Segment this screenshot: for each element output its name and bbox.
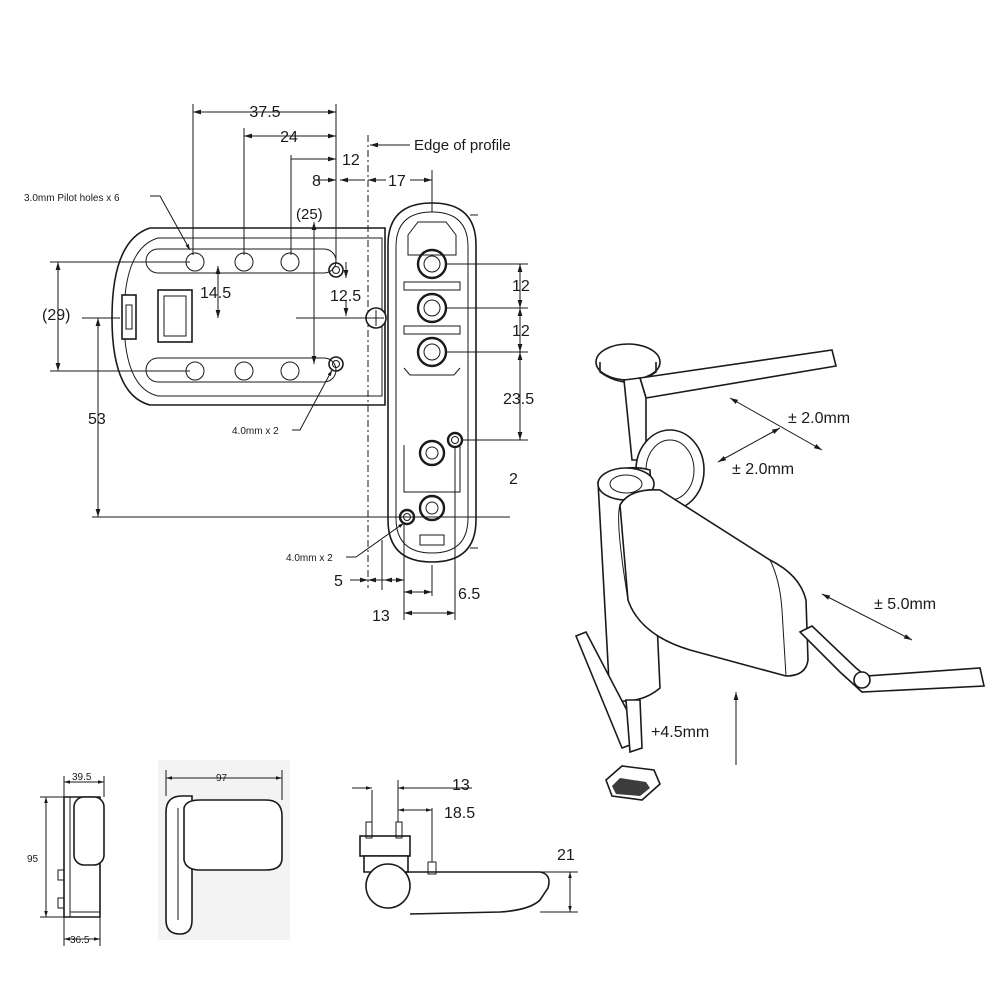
dim-37-5: 37.5 [249, 104, 280, 121]
dim-53: 53 [88, 411, 106, 428]
upper-slot [145, 248, 337, 274]
top-view: 13 18.5 21 [352, 777, 578, 915]
dim-24: 24 [280, 129, 298, 146]
allen-key-right [798, 625, 985, 693]
dim-6-5: 6.5 [458, 586, 480, 603]
top-dim-21: 21 [557, 847, 575, 864]
adjustment-view: ± 2.0mm ± 2.0mm ± 5.0mm +4.5mm [574, 343, 985, 801]
dim-2: 2 [509, 471, 518, 488]
leaf-hole-group [398, 221, 464, 546]
side-height-label: 95 [27, 854, 39, 865]
edge-of-profile-label: Edge of profile [414, 137, 511, 154]
dim-14-5: 14.5 [200, 285, 231, 302]
adj-2mm-b: ± 2.0mm [732, 461, 794, 478]
dim-25: (25) [296, 206, 323, 223]
side-view: 39.5 95 36.5 [27, 772, 105, 946]
front-view: 97 [158, 760, 290, 940]
dim-13: 13 [372, 608, 390, 625]
adj-2mm-a: ± 2.0mm [788, 410, 850, 427]
dim-12-top: 12 [342, 152, 360, 169]
leaf-hole [418, 494, 446, 522]
side-bottom-label: 36.5 [70, 935, 90, 946]
top-pins-block [359, 835, 411, 857]
pilot-holes-label: 3.0mm Pilot holes x 6 [24, 193, 120, 204]
dim-12-a: 12 [512, 278, 530, 295]
allen-key-top-cap [595, 343, 661, 381]
dim-23-5: 23.5 [503, 391, 534, 408]
lower-slot [145, 357, 337, 383]
fixing-hole-4mm [446, 431, 464, 449]
top-plate [406, 871, 550, 915]
front-width-label: 97 [216, 773, 228, 784]
dim-17: 17 [388, 173, 406, 190]
dim-12-5: 12.5 [330, 288, 361, 305]
adj-5mm: ± 5.0mm [874, 596, 936, 613]
fixing-hole-4mm [328, 356, 344, 372]
hole-4mm-label-body: 4.0mm x 2 [232, 426, 279, 437]
pilot-hole [280, 252, 300, 272]
allen-key-top [638, 349, 837, 399]
inner-window [157, 289, 193, 343]
hinge-body-3d [619, 488, 809, 677]
hinge-body-plate [111, 227, 386, 406]
main-view: 37.5 24 12 8 17 Edge of profile 3.0mm Pi… [24, 104, 534, 625]
leaf-hole [416, 292, 448, 324]
hole-4mm-label-leaf: 4.0mm x 2 [286, 553, 333, 564]
fixing-hole-4mm [328, 262, 344, 278]
leaf-hole [416, 248, 448, 280]
dim-5: 5 [334, 573, 343, 590]
pilot-hole [234, 252, 254, 272]
hinge-leaf [387, 202, 477, 563]
side-width-label: 39.5 [72, 772, 92, 783]
pilot-hole [234, 361, 254, 381]
pilot-hole [280, 361, 300, 381]
top-dim-13: 13 [452, 777, 470, 794]
front-body [183, 799, 283, 871]
dim-29: (29) [42, 307, 70, 324]
top-barrel [365, 863, 411, 909]
side-clip [121, 294, 137, 340]
leaf-hole [418, 439, 446, 467]
leaf-hole [416, 336, 448, 368]
dim-8: 8 [312, 173, 321, 190]
adj-4-5mm: +4.5mm [651, 724, 709, 741]
dim-12-b: 12 [512, 323, 530, 340]
top-dim-18-5: 18.5 [444, 805, 475, 822]
